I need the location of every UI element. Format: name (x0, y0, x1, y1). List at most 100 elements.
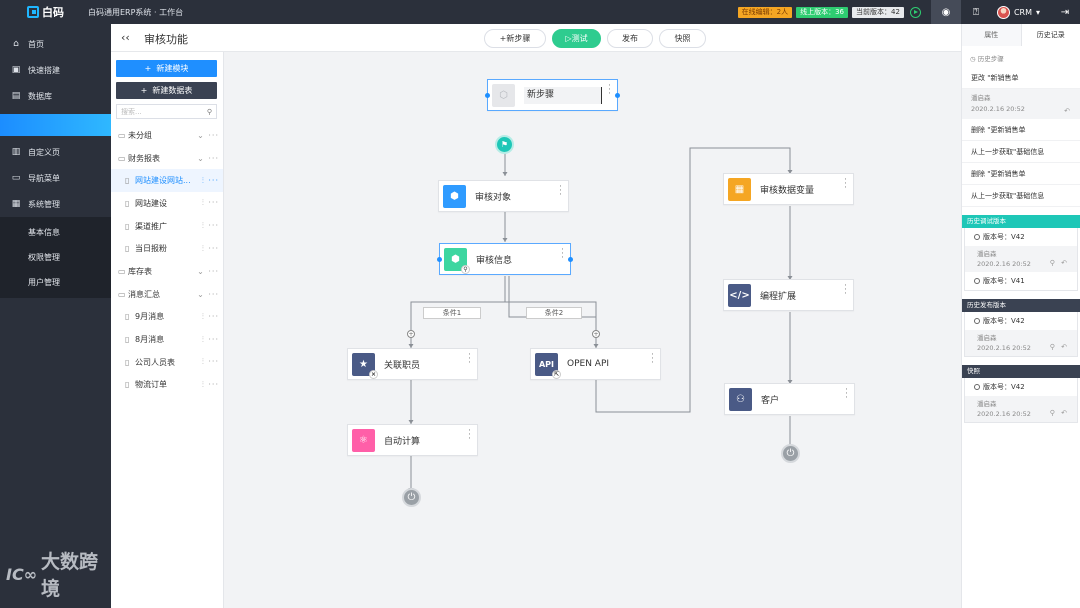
more-icon[interactable]: ⫶ ··· (201, 221, 219, 231)
more-icon[interactable]: ⌄ ··· (197, 289, 219, 299)
system-submenu: 基本信息 权限管理 用户管理 (0, 217, 111, 298)
collapse-panel-icon[interactable]: ‹‹ (121, 31, 130, 44)
sidebar-item-home[interactable]: ⌂ 首页 (0, 31, 111, 57)
node-more-icon[interactable]: ··· (844, 281, 847, 299)
tree-folder[interactable]: ▭消息汇总⌄ ··· (111, 283, 223, 306)
preview-eye-icon[interactable]: ◉ (930, 0, 961, 24)
sidebar-item-build[interactable]: ▣ 快速搭建 (0, 57, 111, 83)
more-icon[interactable]: ⫶ ··· (201, 357, 219, 367)
node-more-icon[interactable]: ··· (651, 350, 654, 368)
tree-item[interactable]: ▯8月消息⫶ ··· (111, 328, 223, 351)
node-more-icon[interactable]: ··· (561, 245, 564, 263)
more-icon[interactable]: ⫶ ··· (201, 379, 219, 389)
tree-item[interactable]: ▯公司人员表⫶ ··· (111, 351, 223, 374)
variable-icon: ▦ (728, 177, 751, 201)
node-open-api[interactable]: API⇱OPEN API··· (530, 348, 661, 380)
tab-history[interactable]: 历史记录 (1020, 24, 1080, 46)
more-icon[interactable]: ⫶ ··· (201, 311, 219, 321)
right-handle[interactable] (615, 93, 620, 98)
more-icon[interactable]: ⫶ ··· (201, 198, 219, 208)
sidebar-item-database[interactable]: ▤ 数据库 (0, 83, 111, 109)
more-icon[interactable]: ⫶ ··· (201, 175, 219, 185)
left-handle[interactable] (437, 257, 442, 262)
tree-folder[interactable]: ▭未分组⌄ ··· (111, 124, 223, 147)
more-icon[interactable]: ⫶ ··· (201, 243, 219, 253)
condition-label[interactable]: 条件2 (526, 307, 582, 319)
flow-canvas[interactable]: + 新步骤▷ 测试发布快照 ⬡新步骤···⬢审核对象···⬢⚲审核信息···★×… (224, 24, 961, 608)
sidebar-item-active[interactable] (0, 114, 111, 136)
search-restore-icons[interactable]: ⚲ ↶ (1049, 343, 1069, 351)
tree-folder[interactable]: ▭财务报表⌄ ··· (111, 147, 223, 170)
start-flag-icon[interactable]: ⚑ (495, 135, 514, 154)
node-auto-calc[interactable]: ⚛自动计算··· (347, 424, 478, 456)
tree-item[interactable]: ▯9月消息⫶ ··· (111, 306, 223, 329)
history-item[interactable]: 更改 "新销售单 (962, 67, 1080, 89)
tree-item[interactable]: ▯网站建设⫶ ··· (111, 192, 223, 215)
snapshot-button[interactable]: 快照 (659, 29, 706, 48)
condition-label[interactable]: 条件1 (423, 307, 481, 319)
tree-item[interactable]: ▯物流订单⫶ ··· (111, 374, 223, 397)
node-more-icon[interactable]: ··· (844, 175, 847, 193)
right-handle[interactable] (568, 257, 573, 262)
new-step-button[interactable]: + 新步骤 (484, 29, 546, 48)
arrow-head (787, 276, 793, 280)
new-table-button[interactable]: + 新建数据表 (116, 82, 217, 99)
tree-item[interactable]: ▯当日报粉⫶ ··· (111, 237, 223, 260)
search-restore-icons[interactable]: ⚲ ↶ (1049, 259, 1069, 267)
sidebar-item-system[interactable]: ▦ 系统管理 (0, 191, 111, 217)
node-more-icon[interactable]: ··· (468, 426, 471, 444)
publish-button[interactable]: 发布 (607, 29, 653, 48)
submenu-basic-info[interactable]: 基本信息 (28, 228, 60, 237)
more-icon[interactable]: ⫶ ··· (201, 334, 219, 344)
end-power-icon[interactable]: ⏻ (781, 444, 800, 463)
more-icon[interactable]: ⌄ ··· (197, 130, 219, 140)
node-related-staff[interactable]: ★×关联职员··· (347, 348, 478, 380)
node-new-step[interactable]: ⬡新步骤··· (485, 79, 620, 111)
version-row[interactable]: 版本号：V42 (965, 312, 1077, 330)
left-handle[interactable] (485, 93, 490, 98)
tree-search-input[interactable]: 搜索... ⚲ (116, 104, 217, 119)
more-icon[interactable]: ⌄ ··· (197, 153, 219, 163)
logout-icon[interactable]: ⇥ (1060, 6, 1070, 18)
add-step-icon[interactable]: + (592, 330, 600, 338)
help-icon[interactable]: ⍰ (972, 6, 979, 18)
node-audit-object[interactable]: ⬢审核对象··· (438, 180, 569, 212)
node-more-icon[interactable]: ··· (468, 350, 471, 368)
app-logo[interactable]: 白码 (0, 4, 88, 20)
tree-item[interactable]: ▯渠道推广⫶ ··· (111, 215, 223, 238)
tree-folder[interactable]: ▭库存表⌄ ··· (111, 260, 223, 283)
sidebar-item-custom-page[interactable]: ▥ 自定义页 (0, 139, 111, 165)
version-row[interactable]: 版本号：V42 (965, 378, 1077, 396)
more-icon[interactable]: ⌄ ··· (197, 266, 219, 276)
version-row[interactable]: 版本号：V42 (965, 228, 1077, 246)
node-label[interactable]: 新步骤 (524, 86, 602, 104)
version-row[interactable]: 版本号：V41 (965, 272, 1077, 290)
node-audit-variable[interactable]: ▦审核数据变量··· (723, 173, 854, 205)
tab-properties[interactable]: 属性 (962, 24, 1021, 46)
new-module-button[interactable]: + 新建模块 (116, 60, 217, 77)
search-restore-icons[interactable]: ⚲ ↶ (1049, 409, 1069, 417)
submenu-permissions[interactable]: 权限管理 (28, 253, 60, 262)
node-customer[interactable]: ⚇客户··· (724, 383, 855, 415)
top-bar: 白码 白码通用ERP系统 · 工作台 在线编辑：2人 线上版本：36 当前版本：… (0, 0, 1080, 24)
add-step-icon[interactable]: + (407, 330, 415, 338)
history-item[interactable]: 删除 "更新销售单 (962, 119, 1080, 141)
node-more-icon[interactable]: ··· (608, 81, 611, 99)
node-more-icon[interactable]: ··· (559, 182, 562, 200)
end-power-icon[interactable]: ⏻ (402, 488, 421, 507)
history-item[interactable]: 删除 "更新销售单 (962, 163, 1080, 185)
menu-icon: ▭ (11, 173, 21, 183)
undo-icon[interactable]: ↶ (1064, 107, 1072, 115)
submenu-users[interactable]: 用户管理 (28, 278, 60, 287)
test-button[interactable]: ▷ 测试 (552, 29, 601, 48)
user-menu[interactable]: CRM ▾ (991, 5, 1050, 19)
history-item[interactable]: 从上一步获取"基础信息 (962, 185, 1080, 207)
tree-item[interactable]: ▯网站建设网站...⫶ ··· (111, 169, 223, 193)
history-item[interactable]: 从上一步获取"基础信息 (962, 141, 1080, 163)
play-icon[interactable] (909, 6, 921, 18)
sidebar-item-nav-menu[interactable]: ▭ 导航菜单 (0, 165, 111, 191)
history-steps-label: ◷ 历史步骤 (962, 46, 1080, 67)
node-more-icon[interactable]: ··· (845, 385, 848, 403)
node-program-extension[interactable]: </>编程扩展··· (723, 279, 854, 311)
node-audit-info[interactable]: ⬢⚲审核信息··· (437, 243, 573, 275)
